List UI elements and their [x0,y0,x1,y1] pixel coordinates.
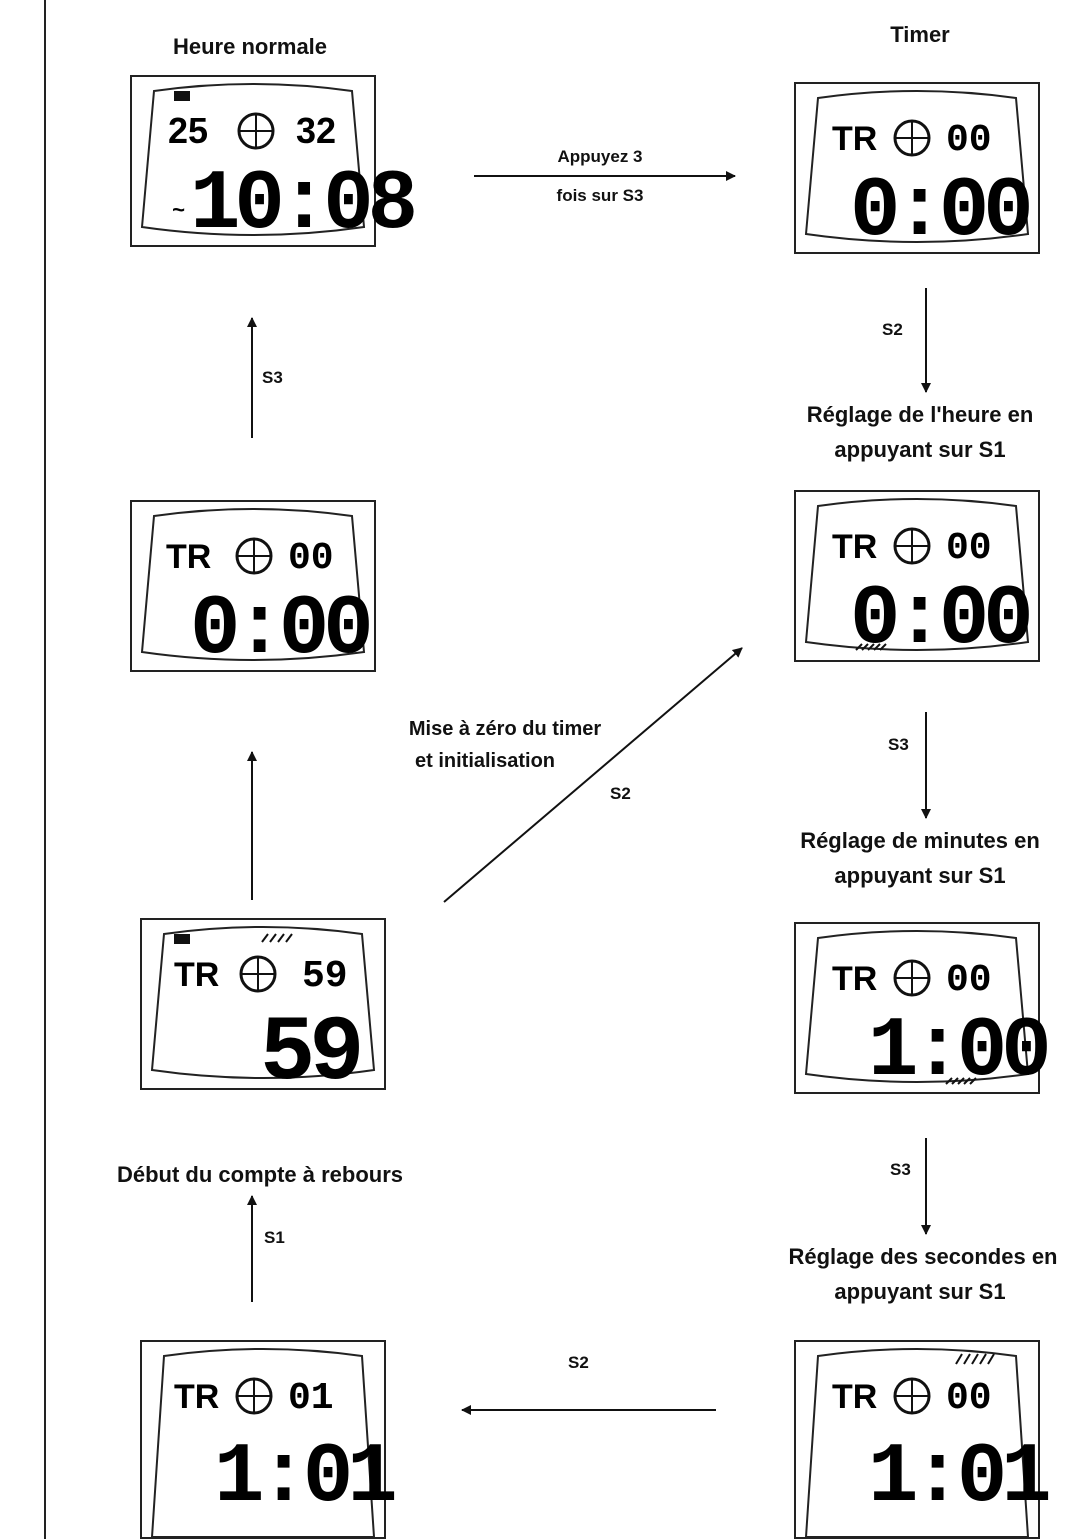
display-reset-mode: TR [166,538,211,576]
label-debut-compte: Début du compte à rebours [116,1162,404,1187]
button-label-s2-right: S2 [882,320,903,339]
label-appuyez-2: fois sur S3 [556,186,644,205]
display-start-top-right: 01 [288,1377,334,1420]
display-normal-main: 10:08 [190,158,414,253]
button-label-s2-bottom: S2 [568,1353,589,1372]
display-hour-set-top-right: 00 [946,527,992,570]
display-normal-top-right: 32 [296,110,336,151]
display-start: TR 01 1:01 [140,1340,400,1539]
blink-indicator [955,1353,995,1365]
display-second-set-mode: TR [832,1378,877,1416]
display-countdown: TR 59 59 [140,918,386,1106]
display-reset-main: 0:00 [190,583,369,678]
label-mise-a-zero-2: et initialisation [414,750,556,772]
display-hour-set-main: 0:00 [850,573,1029,668]
display-timer-main: 0:00 [850,165,1029,260]
blink-indicator [945,1077,977,1085]
blink-indicator [261,933,293,943]
label-appuyez-1: Appuyez 3 [557,147,643,166]
display-minute-set: TR 00 1:00 [794,922,1053,1100]
label-mise-a-zero-1: Mise à zéro du timer [408,718,602,740]
display-normal-top-left: 25 [168,110,208,151]
display-timer: TR 00 0:00 [794,82,1040,260]
display-second-set: TR 00 1:01 [794,1340,1054,1539]
display-normal-prefix: ~ [172,199,185,224]
display-countdown-top-right: 59 [302,955,348,998]
display-start-main: 1:01 [214,1431,394,1526]
display-second-set-main: 1:01 [868,1431,1048,1526]
display-start-screen: TR 01 1:01 [150,1348,400,1538]
label-timer: Timer [890,22,950,47]
button-label-s3-right-b: S3 [890,1160,911,1179]
display-timer-mode: TR [832,120,877,158]
display-countdown-screen: TR 59 59 [150,926,376,1106]
display-hour-set-mode: TR [832,528,877,566]
arrow-diagonal-s2 [443,647,743,903]
left-border-line [44,0,46,1539]
display-minute-set-screen: TR 00 1:00 [804,930,1053,1100]
display-start-mode: TR [174,1378,219,1416]
display-countdown-main: 59 [260,1001,359,1106]
display-second-set-top-right: 00 [946,1377,992,1420]
display-hour-set-screen: TR 00 0:00 [804,498,1035,668]
button-label-s1-left: S1 [264,1228,285,1247]
blink-indicator [855,643,887,651]
label-reglage-secondes-2: appuyant sur S1 [834,1279,1006,1304]
display-heure-normale: 25 32 ~ 10:08 [130,75,420,253]
display-minute-set-main: 1:00 [868,1005,1047,1100]
display-minute-set-top-right: 00 [946,959,992,1002]
label-reglage-minutes-1: Réglage de minutes en [800,828,1040,853]
display-hour-set: TR 00 0:00 [794,490,1040,668]
display-second-set-screen: TR 00 1:01 [804,1348,1054,1538]
display-reset: TR 00 0:00 [130,500,376,678]
label-reglage-secondes-1: Réglage des secondes en [788,1244,1058,1269]
label-reglage-minutes-2: appuyant sur S1 [834,863,1006,888]
label-reglage-heure-1: Réglage de l'heure en [806,402,1034,427]
label-heure-normale: Heure normale [172,34,328,59]
button-label-s2-diagonal: S2 [610,784,631,803]
display-reset-screen: TR 00 0:00 [140,508,375,678]
display-minute-set-mode: TR [832,960,877,998]
display-reset-top-right: 00 [288,537,334,580]
button-label-s3-left: S3 [262,368,283,387]
display-timer-screen: TR 00 0:00 [804,90,1035,260]
button-label-s3-right-a: S3 [888,735,909,754]
display-timer-top-right: 00 [946,119,992,162]
display-heure-normale-screen: 25 32 ~ 10:08 [140,83,420,253]
display-countdown-mode: TR [174,956,219,994]
label-reglage-heure-2: appuyant sur S1 [834,437,1006,462]
